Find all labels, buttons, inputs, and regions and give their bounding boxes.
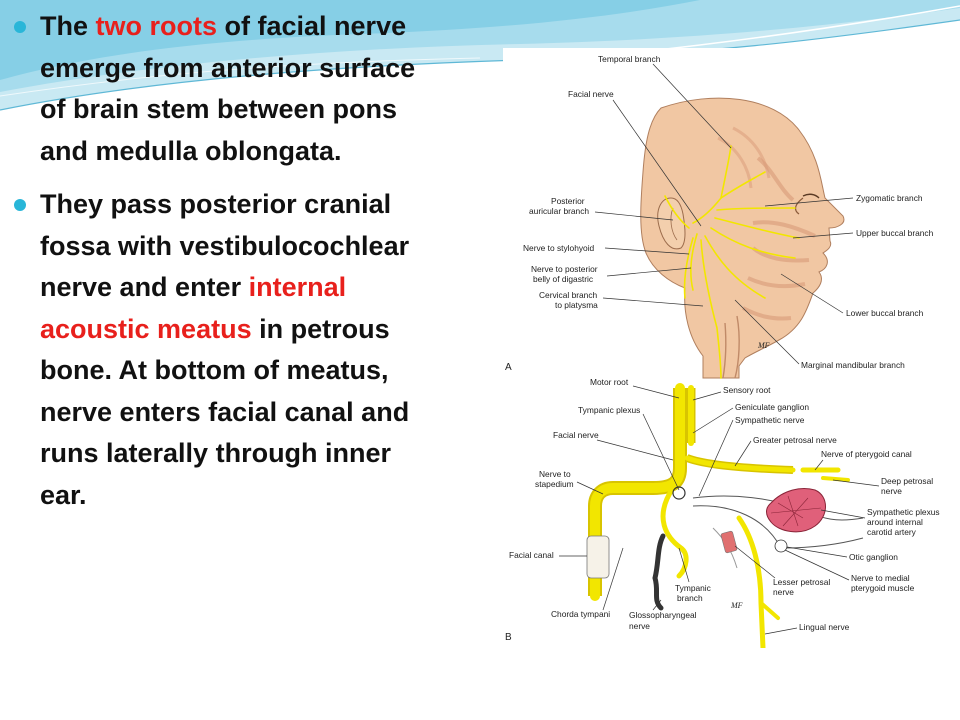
facial-canal-cylinder	[586, 535, 610, 579]
label-glosso-2: nerve	[629, 621, 650, 631]
label-sensory-root: Sensory root	[723, 385, 771, 395]
bullet-1-text-a: The	[40, 11, 96, 41]
label-medial-pterygoid-2: pterygoid muscle	[851, 583, 915, 593]
label-greater-petrosal: Greater petrosal nerve	[753, 435, 837, 445]
label-sympathetic-plexus-2: around internal	[867, 517, 923, 527]
label-sympathetic-nerve: Sympathetic nerve	[735, 415, 805, 425]
bullet-2-highlight: internal acoustic meatus	[40, 272, 347, 344]
ganglion-cylinder	[720, 530, 738, 554]
signature-a: MF	[757, 341, 770, 350]
bullet-1-highlight: two roots	[95, 11, 218, 41]
panel-b-schematic: Motor root Sensory root Tympanic plexus …	[505, 377, 940, 648]
bullet-dot-icon	[14, 199, 26, 211]
label-nerve-stylohyoid: Nerve to stylohyoid	[523, 243, 595, 253]
label-deep-petrosal-2: nerve	[881, 486, 902, 496]
label-tympanic-branch-2: branch	[677, 593, 703, 603]
label-posterior-auricular-1: Posterior	[551, 196, 585, 206]
label-temporal-branch: Temporal branch	[598, 54, 661, 64]
label-tympanic-branch-1: Tympanic	[675, 583, 711, 593]
label-glosso-1: Glossopharyngeal	[629, 610, 697, 620]
bullet-dot-icon	[14, 21, 26, 33]
tympanic-plexus-knot	[672, 486, 686, 500]
label-lingual-nerve: Lingual nerve	[799, 622, 850, 632]
label-chorda-tympani: Chorda tympani	[551, 609, 610, 619]
label-lesser-petrosal-2: nerve	[773, 587, 794, 597]
bullet-list: The two roots of facial nerve emerge fro…	[14, 6, 444, 528]
label-cervical-1: Cervical branch	[539, 290, 598, 300]
panel-letter-a: A	[505, 362, 512, 373]
label-motor-root: Motor root	[590, 377, 629, 387]
label-cervical-2: to platysma	[555, 300, 598, 310]
bullet-1: The two roots of facial nerve emerge fro…	[14, 6, 444, 172]
label-stapedium-2: stapedium	[535, 479, 574, 489]
facial-nerve-figure: Temporal branch Facial nerve Posterior a…	[503, 48, 960, 648]
label-lower-buccal: Lower buccal branch	[846, 308, 924, 318]
label-marginal-mandibular: Marginal mandibular branch	[801, 360, 905, 370]
label-upper-buccal: Upper buccal branch	[856, 228, 934, 238]
label-lesser-petrosal-1: Lesser petrosal	[773, 577, 830, 587]
signature-b: MF	[730, 601, 743, 610]
label-medial-pterygoid-1: Nerve to medial	[851, 573, 910, 583]
label-sympathetic-plexus-1: Sympathetic plexus	[867, 507, 940, 517]
label-pterygoid-canal: Nerve of pterygoid canal	[821, 449, 912, 459]
label-digastric-1: Nerve to posterior	[531, 264, 598, 274]
panel-letter-b: B	[505, 632, 512, 643]
bullet-2-text-b: in petrous bone. At bottom of meatus, ne…	[40, 313, 410, 510]
label-sympathetic-plexus-3: carotid artery	[867, 527, 917, 537]
label-digastric-2: belly of digastric	[533, 274, 593, 284]
label-stapedium-1: Nerve to	[539, 469, 571, 479]
label-facial-nerve-a: Facial nerve	[568, 89, 614, 99]
label-tympanic-plexus: Tympanic plexus	[578, 405, 640, 415]
label-geniculate: Geniculate ganglion	[735, 402, 809, 412]
bullet-2-text-a: They pass posterior cranial fossa with v…	[40, 189, 410, 302]
label-posterior-auricular-2: auricular branch	[529, 206, 589, 216]
label-otic-ganglion: Otic ganglion	[849, 552, 898, 562]
bullet-1-text-b: of facial nerve emerge from anterior sur…	[40, 11, 416, 166]
label-deep-petrosal-1: Deep petrosal	[881, 476, 933, 486]
bullet-2: They pass posterior cranial fossa with v…	[14, 184, 444, 516]
facial-nerve-branches	[664, 145, 800, 379]
carotid-artery	[766, 488, 826, 533]
otic-ganglion-circle	[774, 539, 788, 553]
label-facial-nerve-b: Facial nerve	[553, 430, 599, 440]
panel-a-head: Temporal branch Facial nerve Posterior a…	[505, 54, 934, 379]
label-zygomatic-branch: Zygomatic branch	[856, 193, 923, 203]
header-wave-decoration	[0, 0, 960, 111]
label-facial-canal: Facial canal	[509, 550, 554, 560]
head-silhouette	[640, 97, 845, 379]
